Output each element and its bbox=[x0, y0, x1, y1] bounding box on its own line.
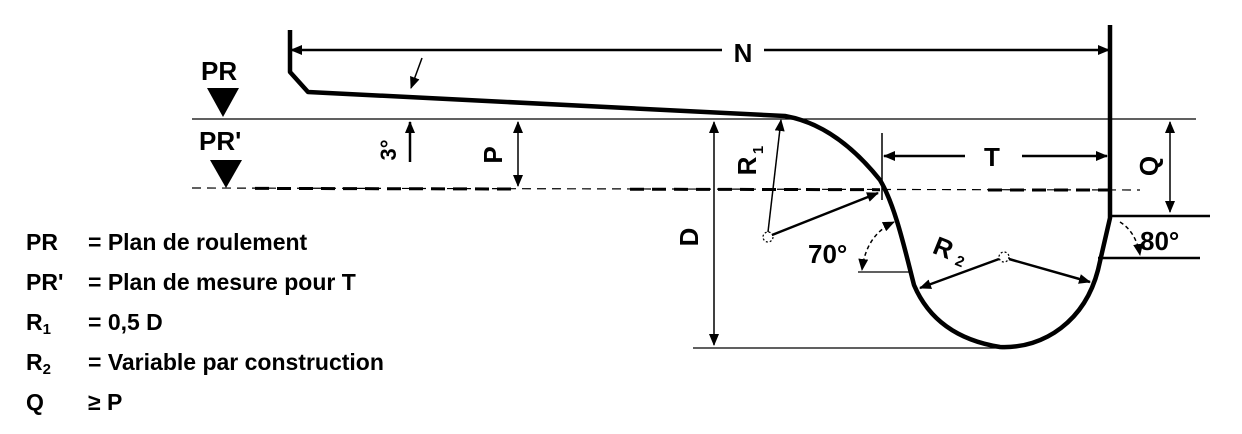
legend-row-r2: R2 = Variable par construction bbox=[26, 346, 384, 386]
pr-prime-label: PR' bbox=[199, 126, 241, 156]
angle-70-label: 70° bbox=[808, 239, 847, 269]
legend-row-pr: PR = Plan de roulement bbox=[26, 226, 384, 266]
r1-center-point bbox=[762, 231, 774, 243]
legend: PR = Plan de roulement PR' = Plan de mes… bbox=[26, 226, 384, 426]
legend-symbol: PR' bbox=[26, 269, 64, 295]
legend-symbol: R2 bbox=[26, 349, 51, 378]
r1-letter: R bbox=[732, 156, 762, 175]
angle-80-arc bbox=[1119, 221, 1144, 256]
r2-radius-line-left bbox=[919, 257, 1000, 290]
legend-text: ≥ P bbox=[88, 389, 123, 415]
legend-text: = Plan de mesure pour T bbox=[88, 269, 356, 295]
slope-pointer-arrow bbox=[410, 57, 423, 89]
q-label: Q bbox=[1134, 156, 1164, 176]
pr-label: PR bbox=[201, 56, 237, 86]
measuring-plane-thick-dash-1 bbox=[254, 186, 513, 191]
legend-row-q: Q ≥ P bbox=[26, 386, 384, 426]
legend-text: = Variable par construction bbox=[88, 349, 384, 375]
legend-symbol: PR bbox=[26, 229, 58, 255]
r2-radius-line-right bbox=[1008, 257, 1091, 284]
legend-text: = 0,5 D bbox=[88, 309, 163, 335]
measuring-plane-thick-dash-2 bbox=[629, 187, 881, 192]
d-label: D bbox=[674, 228, 704, 247]
pr-prime-triangle-icon bbox=[210, 160, 242, 188]
legend-symbol: R1 bbox=[26, 309, 51, 338]
legend-row-r1: R1 = 0,5 D bbox=[26, 306, 384, 346]
r1-radius-line-right bbox=[771, 191, 879, 237]
pr-triangle-icon bbox=[207, 88, 239, 117]
three-degree-label: 3° bbox=[376, 139, 401, 160]
angle-80-label: 80° bbox=[1140, 226, 1179, 256]
r2-center-point bbox=[998, 251, 1010, 263]
legend-text: = Plan de roulement bbox=[88, 229, 308, 255]
t-label: T bbox=[984, 142, 1000, 172]
legend-symbol: Q bbox=[26, 389, 44, 415]
legend-row-pr-prime: PR' = Plan de mesure pour T bbox=[26, 266, 384, 306]
r1-subscript: 1 bbox=[750, 146, 767, 154]
r2-letter: R bbox=[929, 230, 958, 265]
p-label: P bbox=[478, 146, 508, 163]
groove-profile bbox=[287, 25, 1113, 350]
r1-radius-line-up bbox=[767, 119, 785, 233]
n-label: N bbox=[734, 38, 753, 68]
r2-subscript: 2 bbox=[953, 252, 967, 271]
angle-70-arc bbox=[858, 221, 895, 271]
